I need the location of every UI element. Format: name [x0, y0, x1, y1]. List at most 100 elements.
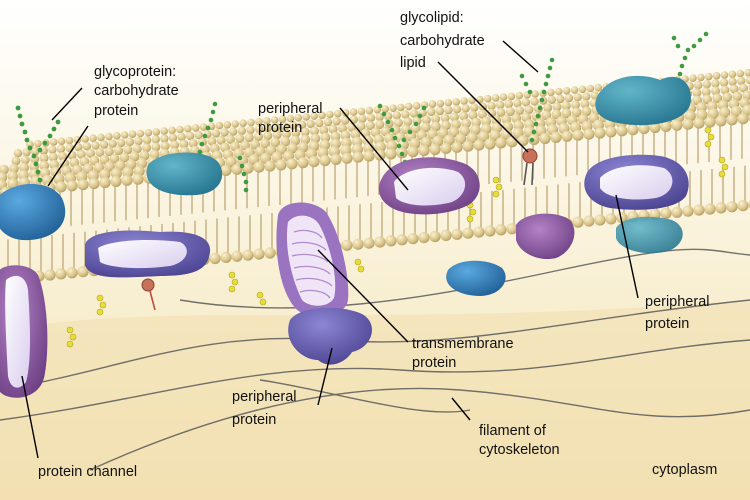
phospholipid-head [188, 138, 198, 148]
phospholipid-head [561, 101, 571, 111]
phospholipid-head [692, 88, 702, 98]
phospholipid-head [264, 247, 276, 259]
phospholipid-head [385, 235, 397, 247]
filament-line1: filament of [479, 423, 546, 439]
filament-line2: cytoskeleton [479, 442, 560, 458]
phospholipid-head [570, 86, 579, 94]
phospholipid-head [583, 128, 595, 140]
phospholipid-head [580, 99, 590, 109]
phospholipid-head [583, 215, 595, 227]
phospholipid-head [693, 117, 705, 129]
phospholipid-head [484, 138, 496, 150]
phospholipid-head [418, 232, 430, 244]
phospholipid-head [349, 108, 358, 116]
phospholipid-head [253, 248, 265, 260]
glycolipid-line2: lipid [400, 55, 426, 71]
phospholipid-head [330, 131, 341, 142]
phospholipid-head [297, 120, 307, 129]
phospholipid-head [375, 112, 384, 122]
phospholipid-head [244, 133, 254, 143]
phospholipid-head [280, 122, 290, 131]
phospholipid-head [108, 139, 117, 148]
phospholipid-head [660, 120, 672, 132]
phospholipid-head [396, 234, 408, 246]
phospholipid-head [487, 101, 496, 111]
phospholipid-head [91, 141, 100, 150]
phospholipid-head [179, 139, 189, 149]
phospholipid-head [302, 113, 311, 121]
phospholipid-head [191, 124, 200, 132]
phospholipid-head [429, 143, 441, 156]
phospholipid-head [319, 154, 331, 167]
phospholipid-head [429, 230, 441, 243]
peripheral-bottom-line2: protein [232, 412, 277, 428]
phospholipid-head [229, 127, 238, 136]
phospholipid-head [451, 141, 463, 153]
phospholipid-head [20, 155, 30, 165]
glycoprotein-line1: carbohydrate [94, 83, 179, 99]
phospholipid-head [515, 106, 525, 115]
phospholipid-head [455, 133, 467, 145]
phospholipid-head [421, 115, 431, 125]
phospholipid-head [81, 135, 89, 143]
phospholipid-head [104, 161, 115, 172]
phospholipid-head [253, 161, 265, 173]
phospholipid-head [470, 103, 479, 112]
phospholipid-head [239, 119, 247, 127]
phospholipid-head [728, 70, 737, 79]
phospholipid-head [605, 126, 617, 138]
peripheral-top-line1: peripheral [258, 101, 323, 117]
phospholipid-head [730, 105, 742, 117]
phospholipid-head [263, 124, 272, 133]
phospholipid-head [365, 106, 374, 115]
phospholipid-head [431, 114, 441, 124]
phospholipid-head [128, 130, 137, 138]
phospholipid-head [104, 147, 114, 157]
phospholipid-head [499, 93, 508, 101]
phospholipid-head [341, 152, 353, 164]
phospholipid-head [561, 130, 573, 142]
phospholipid-head [160, 127, 168, 135]
phospholipid-head [263, 131, 273, 141]
phospholipid-head [168, 126, 176, 135]
phospholipid-head [435, 106, 445, 116]
phospholipid-head [363, 237, 375, 249]
phospholipid-head [151, 135, 160, 144]
phospholipid-head [286, 158, 298, 170]
leader-lines [21, 40, 639, 459]
phospholipid-head [291, 128, 301, 138]
phospholipid-head [74, 143, 83, 152]
phospholipid-head [341, 109, 350, 117]
phospholipid-head [89, 134, 97, 142]
phospholipid-head [405, 102, 413, 111]
phospholipid-head [441, 120, 451, 131]
phospholipid-head [539, 132, 551, 145]
phospholipid-head [701, 87, 711, 97]
phospholipid-head [352, 238, 364, 250]
phospholipid-head [306, 119, 315, 129]
phospholipid-head [142, 143, 152, 153]
phospholipid-head [121, 174, 133, 186]
phospholipid-head [254, 132, 263, 142]
phospholipid-head [310, 126, 319, 136]
transmembrane-line1: transmembrane [412, 336, 514, 352]
phospholipid-head [289, 121, 298, 130]
phospholipid-head [56, 144, 66, 154]
glycolipid-line1: carbohydrate [400, 33, 485, 49]
phospholipid-head [223, 121, 232, 129]
phospholipid-head [65, 136, 74, 145]
phospholipid-head [418, 145, 430, 157]
phospholipid-head [250, 139, 260, 150]
phospholipid-head [260, 138, 271, 149]
phospholipid-head [270, 137, 281, 148]
phospholipid-head [99, 140, 109, 149]
phospholipid-head [524, 105, 534, 115]
phospholipid-head [702, 80, 711, 89]
phospholipid-head [571, 107, 582, 118]
phospholipid-head [719, 78, 729, 87]
phospholipid-head [744, 68, 750, 77]
phospholipid-head [715, 115, 727, 127]
phospholipid-head [286, 114, 295, 123]
phospholipid-head [726, 201, 738, 213]
cytoplasm-label: cytoplasm [652, 462, 718, 478]
